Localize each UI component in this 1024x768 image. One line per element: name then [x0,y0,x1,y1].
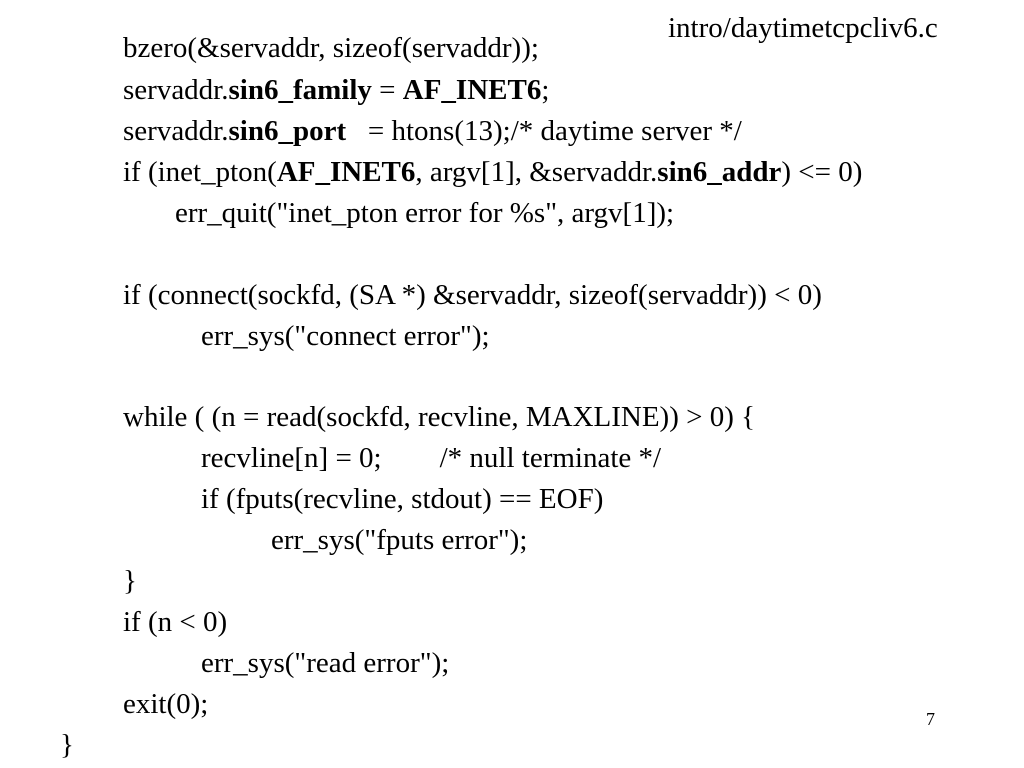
code-bold-field: sin6_family [228,74,372,106]
code-text: , argv[1], &servaddr. [415,156,658,188]
code-text: servaddr. [123,115,229,147]
code-line-connect: if (connect(sockfd, (SA *) &servaddr, si… [123,279,822,311]
code-line-exit: exit(0); [123,688,209,720]
code-bold-field: sin6_port [228,115,347,147]
code-bold-field: sin6_addr [657,156,782,188]
code-line-while: while ( (n = read(sockfd, recvline, MAXL… [123,401,756,433]
code-line-sin6-port: servaddr.sin6_port = htons(13);/* daytim… [123,113,742,149]
code-line-connect-error: err_sys("connect error"); [201,320,490,352]
code-line-bzero: bzero(&servaddr, sizeof(servaddr)); [123,32,539,64]
code-line-final-brace: } [60,729,74,761]
page-number: 7 [926,709,935,729]
code-line-inet-pton: if (inet_pton(AF_INET6, argv[1], &servad… [123,154,862,190]
code-line-fputs: if (fputs(recvline, stdout) == EOF) [201,483,604,515]
code-line-fputs-error: err_sys("fputs error"); [271,524,528,556]
code-text: ) <= 0) [781,156,863,188]
code-line-err-quit: err_quit("inet_pton error for %s", argv[… [175,197,675,229]
code-line-read-error: err_sys("read error"); [201,647,450,679]
code-line-sin6-family: servaddr.sin6_family = AF_INET6; [123,72,549,108]
source-filename: intro/daytimetcpcliv6.c [668,12,938,44]
code-text: if (inet_pton( [123,156,277,188]
code-bold-constant: AF_INET6 [402,74,542,106]
code-text: = htons(13);/* daytime server */ [346,115,742,147]
code-line-null-terminate: recvline[n] = 0; /* null terminate */ [201,442,662,474]
code-line-if-n: if (n < 0) [123,606,228,638]
code-bold-constant: AF_INET6 [276,156,416,188]
code-line-close-brace: } [123,565,137,597]
code-text: servaddr. [123,74,229,106]
code-text: ; [541,74,550,106]
code-text: = [371,74,403,106]
